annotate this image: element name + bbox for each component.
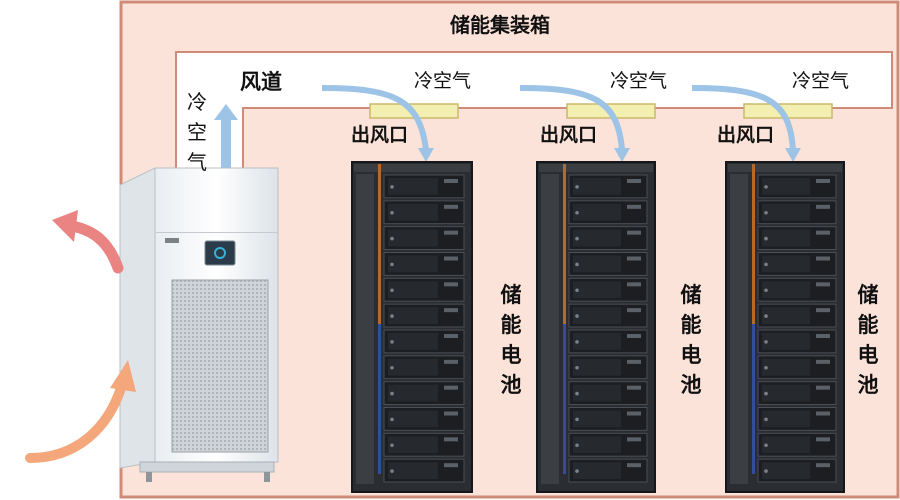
battery-module — [568, 458, 648, 483]
battery-module — [383, 303, 465, 328]
battery-module — [757, 381, 837, 405]
battery-module — [383, 329, 465, 354]
battery-module — [568, 174, 648, 199]
battery-module — [568, 432, 648, 457]
battery-module — [757, 174, 837, 199]
battery-module — [757, 432, 837, 457]
cold-air-arrow-1 — [321, 85, 429, 151]
battery-module — [383, 458, 465, 483]
battery-module — [757, 200, 837, 225]
battery-module — [568, 303, 648, 328]
cold-air-arrow-2-head — [614, 148, 630, 162]
cold-air-arrow-2 — [519, 85, 625, 151]
battery-label-1: 储 能 电 池 — [500, 283, 522, 397]
ac-control-screen — [204, 240, 236, 266]
battery-rack — [536, 161, 656, 493]
air-conditioner-unit — [119, 167, 279, 482]
intake-air-arrow-head — [110, 360, 136, 392]
battery-module — [383, 174, 465, 199]
outlet-label-2: 出风口 — [540, 124, 598, 146]
battery-rack — [725, 161, 845, 493]
battery-racks — [351, 161, 845, 493]
battery-module — [568, 381, 648, 405]
battery-module — [383, 200, 465, 225]
battery-module — [383, 226, 465, 251]
battery-module — [383, 355, 465, 380]
ac-brand-logo — [165, 238, 179, 243]
outlet-label-3: 出风口 — [717, 124, 775, 146]
battery-module — [757, 277, 837, 302]
battery-module — [568, 252, 648, 276]
intake-air-arrow — [25, 380, 127, 463]
battery-module — [383, 277, 465, 302]
cold-air-up-arrow-shaft — [221, 120, 231, 175]
battery-module — [568, 329, 648, 354]
battery-module — [568, 200, 648, 225]
battery-module — [757, 407, 837, 431]
outlet-3 — [743, 103, 833, 119]
battery-module — [757, 303, 837, 328]
cold-air-arrow-1-head — [418, 148, 434, 162]
battery-module — [757, 355, 837, 380]
ac-grille — [171, 279, 269, 453]
cold-air-label-2: 冷空气 — [610, 70, 668, 92]
cold-air-up-arrow-head — [214, 104, 238, 120]
battery-label-2: 储 能 电 池 — [680, 283, 702, 397]
battery-module — [757, 226, 837, 251]
container-title: 储能集装箱 — [450, 13, 550, 37]
battery-module — [757, 458, 837, 483]
battery-label-3: 储 能 电 池 — [857, 283, 879, 397]
battery-module — [383, 381, 465, 405]
battery-module — [568, 407, 648, 431]
battery-module — [383, 407, 465, 431]
cold-air-label-1: 冷空气 — [414, 70, 472, 92]
battery-module — [757, 329, 837, 354]
battery-module — [568, 226, 648, 251]
battery-module — [568, 277, 648, 302]
battery-module — [383, 432, 465, 457]
battery-rack — [351, 161, 473, 493]
battery-module — [383, 252, 465, 276]
cold-air-label-3: 冷空气 — [792, 70, 850, 92]
cold-air-vertical-label: 冷 空 气 — [187, 90, 207, 174]
outlet-label-1: 出风口 — [351, 124, 409, 146]
cold-air-arrow-3 — [691, 85, 796, 151]
battery-module — [757, 252, 837, 276]
battery-module — [568, 355, 648, 380]
air-duct-label: 风道 — [240, 70, 282, 94]
cold-air-arrow-3-head — [785, 148, 801, 162]
hot-air-arrow-head — [52, 210, 78, 242]
hot-air-arrow — [66, 220, 124, 274]
